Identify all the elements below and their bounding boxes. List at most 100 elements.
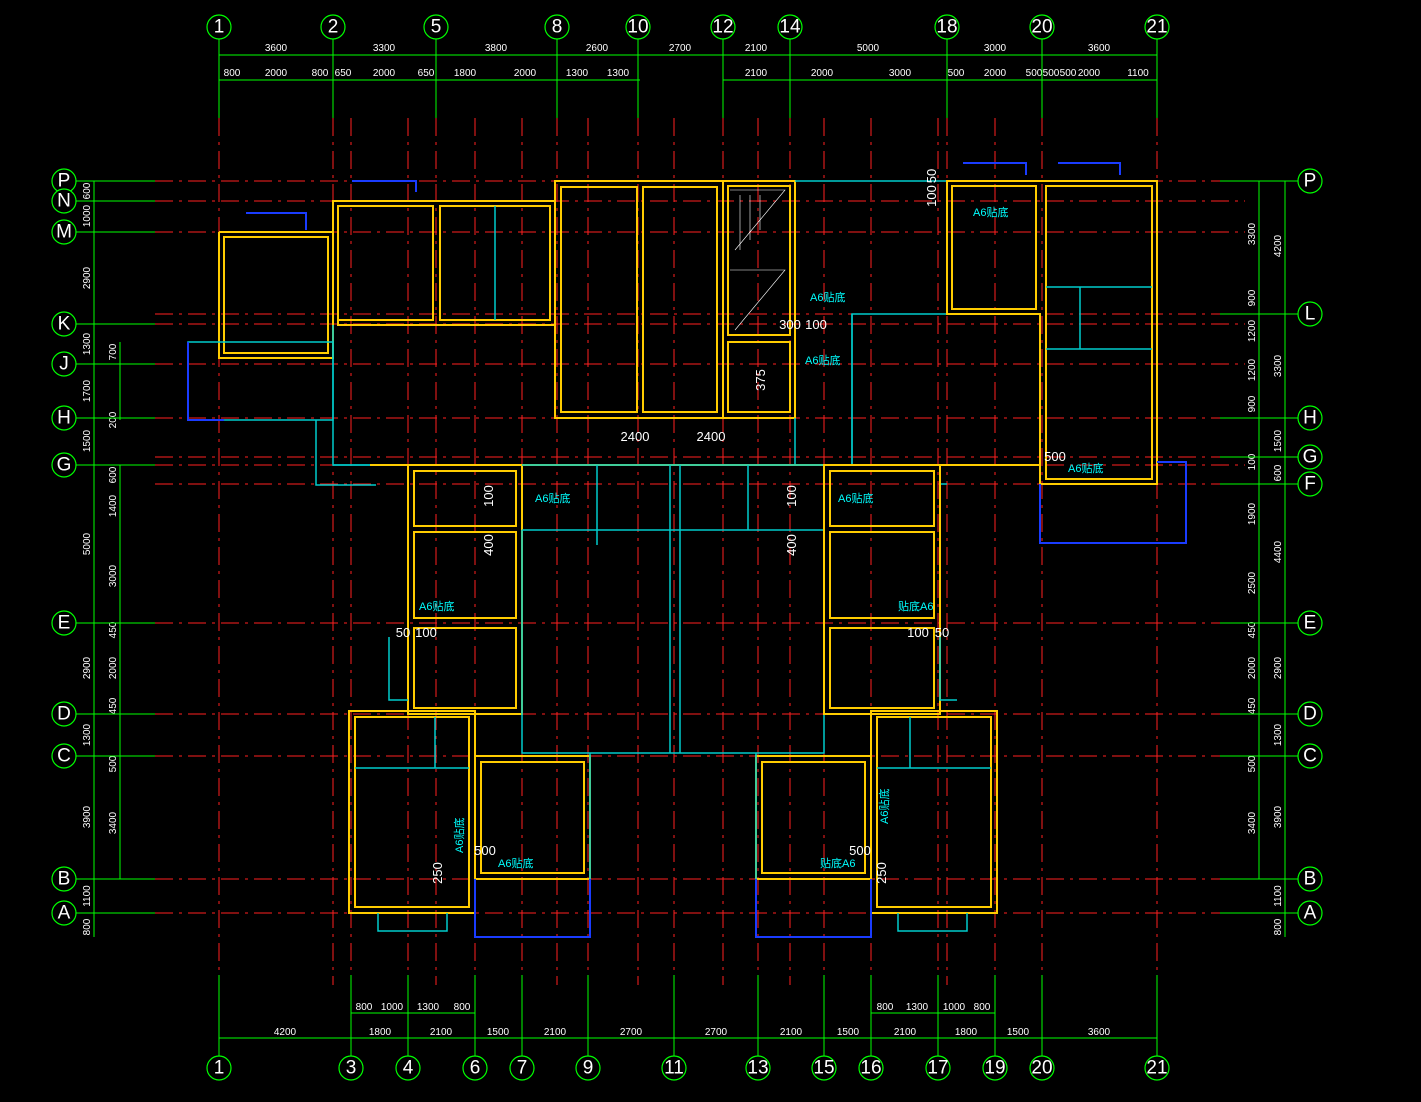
dimension-label-top: 3600 bbox=[265, 43, 288, 54]
dimension-label-right: 2900 bbox=[1273, 656, 1284, 679]
dimension-label-right: 1900 bbox=[1247, 502, 1258, 525]
dimension-label-right: 900 bbox=[1247, 289, 1258, 306]
svg-text:20: 20 bbox=[1031, 1058, 1052, 1079]
axis-bubble-bottom: 21 bbox=[1144, 1055, 1170, 1081]
svg-text:M: M bbox=[56, 222, 72, 243]
dimension-label-bottom: 1500 bbox=[487, 1027, 510, 1038]
svg-text:16: 16 bbox=[860, 1058, 881, 1079]
axis-bubble-right: B bbox=[1297, 866, 1323, 892]
axis-bubble-top: 1 bbox=[206, 14, 232, 40]
dimension-label-left: 1700 bbox=[82, 379, 93, 402]
axis-bubble-top: 8 bbox=[544, 14, 570, 40]
axis-bubble-left: P bbox=[51, 168, 77, 194]
axis-bubble-top: 12 bbox=[710, 14, 736, 40]
dimension-label-bottom: 4200 bbox=[274, 1027, 297, 1038]
axis-bubble-bottom: 15 bbox=[811, 1055, 837, 1081]
dimension-label-top: 1100 bbox=[1127, 68, 1149, 79]
dimension-label-left: 3400 bbox=[108, 811, 119, 834]
dimension-label-bottom: 2100 bbox=[780, 1027, 803, 1038]
svg-text:3: 3 bbox=[346, 1058, 357, 1079]
dimension-label-right: 3900 bbox=[1273, 805, 1284, 828]
axis-bubble-right: P bbox=[1297, 168, 1323, 194]
axis-bubble-left: A bbox=[51, 900, 77, 926]
dimension-label-left: 1100 bbox=[82, 885, 93, 907]
dimension-label-bottom: 1300 bbox=[906, 1002, 929, 1013]
dimension-label-right: 3300 bbox=[1247, 222, 1258, 245]
dimension-label-bottom: 1000 bbox=[381, 1002, 404, 1013]
local-dimension: 100 bbox=[784, 485, 799, 507]
svg-text:H: H bbox=[1303, 408, 1317, 429]
dimension-label-bottom: 800 bbox=[356, 1002, 373, 1013]
local-dimension: 500 bbox=[849, 843, 871, 858]
svg-text:15: 15 bbox=[813, 1058, 834, 1079]
dimension-label-left: 1300 bbox=[82, 332, 93, 355]
axis-bubble-right: A bbox=[1297, 900, 1323, 926]
svg-text:D: D bbox=[57, 704, 71, 725]
axis-bubble-left: N bbox=[51, 188, 77, 214]
axis-bubble-left: M bbox=[51, 219, 77, 245]
dimension-label-left: 700 bbox=[108, 343, 119, 360]
local-dimension: 500 bbox=[1044, 449, 1066, 464]
axis-bubble-right: H bbox=[1297, 405, 1323, 431]
rebar-tag: A6贴底 bbox=[810, 290, 845, 304]
dimension-label-right: 1200 bbox=[1247, 319, 1258, 342]
svg-text:11: 11 bbox=[664, 1058, 684, 1079]
local-dimension: 2400 bbox=[697, 429, 726, 444]
dimension-label-right: 1300 bbox=[1273, 723, 1284, 746]
svg-text:13: 13 bbox=[747, 1058, 768, 1079]
dimension-label-bottom: 3600 bbox=[1088, 1027, 1111, 1038]
local-dimension: 400 bbox=[481, 534, 496, 556]
dimension-label-left: 1500 bbox=[82, 429, 93, 452]
axis-bubble-top: 5 bbox=[423, 14, 449, 40]
axis-bubble-left: E bbox=[51, 610, 77, 636]
dimension-label-right: 4200 bbox=[1273, 234, 1284, 257]
dimension-label-top: 800 bbox=[312, 68, 329, 79]
dimension-label-right: 2500 bbox=[1247, 571, 1258, 594]
svg-text:B: B bbox=[58, 869, 71, 890]
svg-text:1: 1 bbox=[214, 17, 225, 38]
dimension-label-bottom: 2700 bbox=[705, 1027, 728, 1038]
axis-bubble-left: B bbox=[51, 866, 77, 892]
rebar-tag: A6贴底 bbox=[973, 205, 1008, 219]
axis-bubble-left: K bbox=[51, 311, 77, 337]
local-dimension: 100 bbox=[415, 625, 437, 640]
dimension-label-right: 2000 bbox=[1247, 656, 1258, 679]
local-dimension: 100 bbox=[907, 625, 929, 640]
dimension-label-right: 3400 bbox=[1247, 811, 1258, 834]
dimension-label-left: 5000 bbox=[82, 532, 93, 555]
svg-text:F: F bbox=[1304, 474, 1316, 495]
axis-bubble-bottom: 13 bbox=[745, 1055, 771, 1081]
dimension-label-left: 2900 bbox=[82, 266, 93, 289]
dimension-label-top: 1800 bbox=[454, 68, 477, 79]
dimension-label-left: 3900 bbox=[82, 805, 93, 828]
dimension-label-left: 500 bbox=[108, 755, 119, 772]
dimension-label-top: 1300 bbox=[607, 68, 630, 79]
axis-bubble-top: 14 bbox=[777, 14, 803, 40]
dimension-label-left: 200 bbox=[108, 411, 119, 428]
dimension-label-left: 800 bbox=[82, 918, 93, 935]
axis-bubble-right: C bbox=[1297, 743, 1323, 769]
svg-text:C: C bbox=[1303, 746, 1317, 767]
dimension-label-top: 5000 bbox=[857, 43, 880, 54]
svg-text:14: 14 bbox=[779, 17, 801, 38]
axis-bubble-left: H bbox=[51, 405, 77, 431]
axis-bubble-bottom: 11 bbox=[661, 1055, 687, 1081]
svg-text:K: K bbox=[58, 314, 71, 335]
local-dimension: 100 bbox=[481, 485, 496, 507]
svg-text:H: H bbox=[57, 408, 71, 429]
dimension-label-bottom: 2700 bbox=[620, 1027, 643, 1038]
dimension-label-bottom: 1800 bbox=[369, 1027, 392, 1038]
dimension-label-bottom: 2100 bbox=[544, 1027, 567, 1038]
local-dimension: 500 bbox=[474, 843, 496, 858]
dimension-label-right: 800 bbox=[1273, 918, 1284, 935]
dimension-label-top: 650 bbox=[418, 68, 435, 79]
axis-bubble-left: C bbox=[51, 743, 77, 769]
rebar-tag: A6贴底 bbox=[1068, 461, 1103, 475]
svg-text:10: 10 bbox=[627, 17, 648, 38]
dimension-label-top: 500 bbox=[1026, 68, 1043, 79]
rebar-tag: 贴底A6 bbox=[898, 599, 933, 613]
local-dimension: 2400 bbox=[621, 429, 650, 444]
svg-text:4: 4 bbox=[403, 1058, 414, 1079]
dimension-label-left: 450 bbox=[108, 697, 119, 714]
